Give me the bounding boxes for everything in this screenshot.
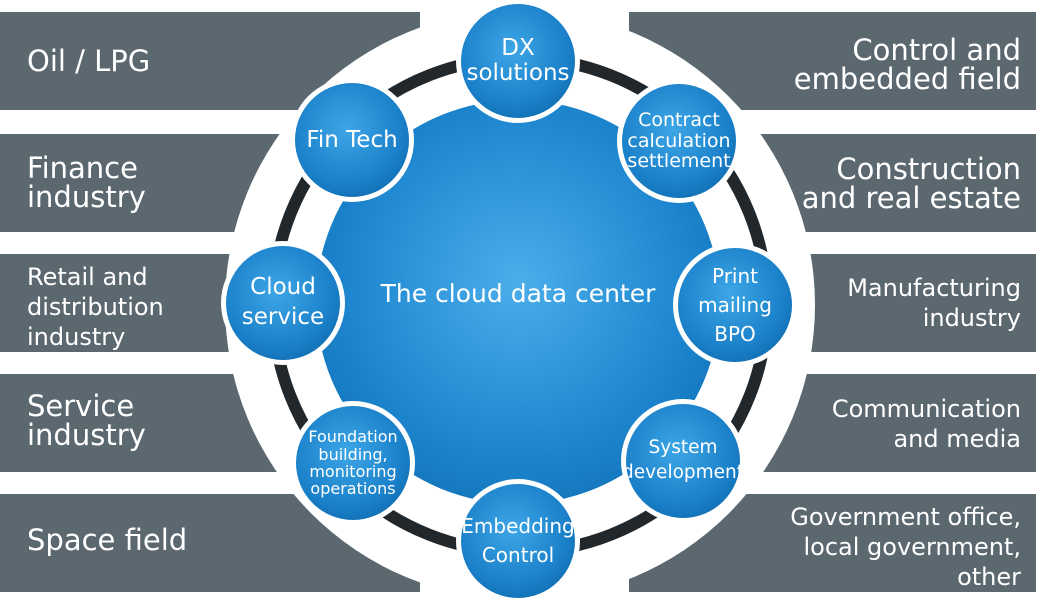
service-node-contract: Contract calculation settlement (627, 109, 731, 173)
left-industry-5: Space field (27, 523, 188, 557)
node-circle-cloud-fill (226, 246, 340, 360)
node-circle-fintech-fill (295, 83, 409, 197)
node-circle-dx-solutions-fill (461, 4, 575, 118)
service-node-circles (221, 0, 797, 603)
node-circle-contract-fill (622, 84, 736, 198)
left-industry-4: Service industry (27, 389, 146, 452)
right-industry-2: Construction and real estate (801, 152, 1021, 215)
service-node-cloud: Cloud service (241, 274, 325, 330)
right-industry-4: Communication and media (831, 395, 1021, 453)
service-node-print: Print mailing BPO (698, 263, 772, 346)
center-circle (316, 100, 720, 504)
service-node-fintech: Fin Tech (306, 126, 398, 153)
right-industry-3: Manufacturing industry (847, 274, 1021, 332)
right-industry-1: Control and embedded field (793, 33, 1021, 96)
service-node-embedding: Embedding Control (461, 514, 575, 567)
service-node-dx-solutions: DX solutions (466, 35, 570, 86)
node-circle-foundation-fill (296, 406, 410, 520)
center-label: The cloud data center (380, 279, 656, 308)
service-node-system: System development (621, 437, 745, 483)
node-circle-system-fill (626, 404, 740, 518)
node-circle-print-fill (678, 248, 792, 362)
left-industry-3: Retail and distribution industry (27, 263, 164, 351)
left-industry-2: Finance industry (27, 151, 146, 214)
node-circle-embedding-fill (461, 484, 575, 598)
left-industry-1: Oil / LPG (27, 44, 151, 78)
service-node-foundation: Foundation building, monitoring operatio… (308, 427, 398, 499)
right-industry-5: Government office, local government, oth… (790, 503, 1021, 591)
